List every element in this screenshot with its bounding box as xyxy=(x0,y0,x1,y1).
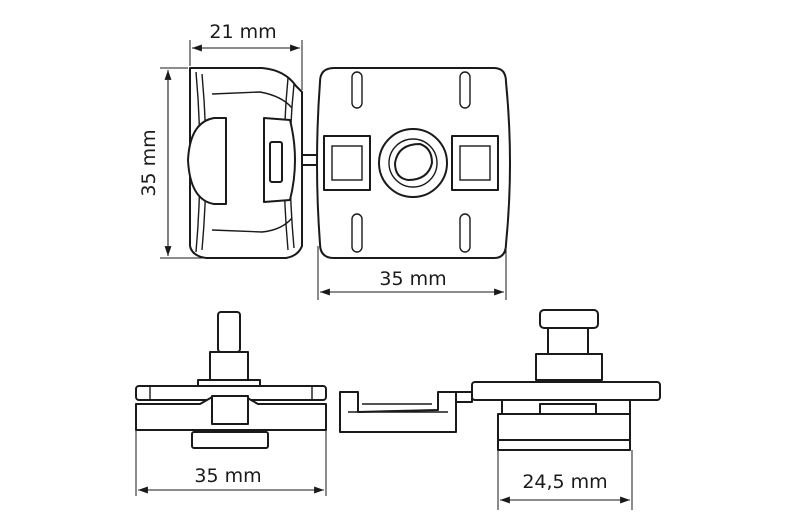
dim-bottom-left-width: 35 mm xyxy=(194,465,261,487)
front-view xyxy=(316,67,511,259)
dim-front-width: 35 mm xyxy=(379,268,446,290)
dim-side-width: 21 mm xyxy=(209,21,276,43)
bottom-left-view xyxy=(135,311,327,449)
bottom-middle-view xyxy=(339,391,473,433)
bottom-right-view xyxy=(471,309,661,451)
side-view xyxy=(187,67,319,259)
dim-side-height: 35 mm xyxy=(138,129,160,196)
dim-bottom-right-width: 24,5 mm xyxy=(522,471,607,493)
